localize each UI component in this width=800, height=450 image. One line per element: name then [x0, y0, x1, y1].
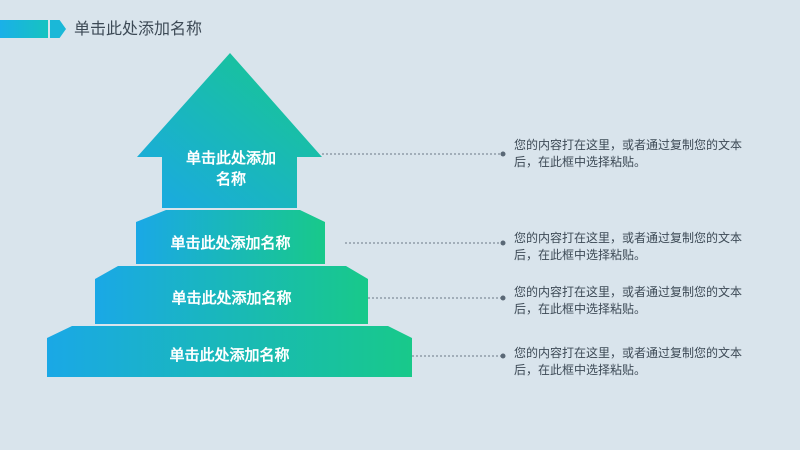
connector-dot-2 — [500, 240, 506, 246]
header-accent-bar — [0, 20, 48, 38]
tier-3-label: 单击此处添加名称 — [171, 289, 292, 307]
tier-2-description: 您的内容打在这里，或者通过复制您的文本后，在此框中选择粘贴。 — [514, 231, 743, 262]
tier-1-label: 单击此处添加名称 — [186, 149, 277, 188]
tier-3-shape — [95, 266, 368, 324]
tier-1-description: 您的内容打在这里，或者通过复制您的文本后，在此框中选择粘贴。 — [514, 138, 743, 169]
connector-dot-1 — [500, 151, 506, 157]
connector-dot-3 — [500, 295, 506, 301]
tier-2-label: 单击此处添加名称 — [170, 234, 291, 252]
header-chevron-icon — [50, 20, 66, 38]
tier-4-label: 单击此处添加名称 — [169, 346, 290, 364]
tier-3-description: 您的内容打在这里，或者通过复制您的文本后，在此框中选择粘贴。 — [514, 285, 743, 316]
page-title: 单击此处添加名称 — [74, 19, 203, 38]
tier-4-description: 您的内容打在这里，或者通过复制您的文本后，在此框中选择粘贴。 — [514, 346, 743, 377]
tier-1-arrow-shape — [137, 53, 322, 208]
tier-2-shape — [136, 210, 325, 264]
tier-4-shape — [47, 326, 412, 377]
connector-dot-4 — [500, 353, 506, 359]
